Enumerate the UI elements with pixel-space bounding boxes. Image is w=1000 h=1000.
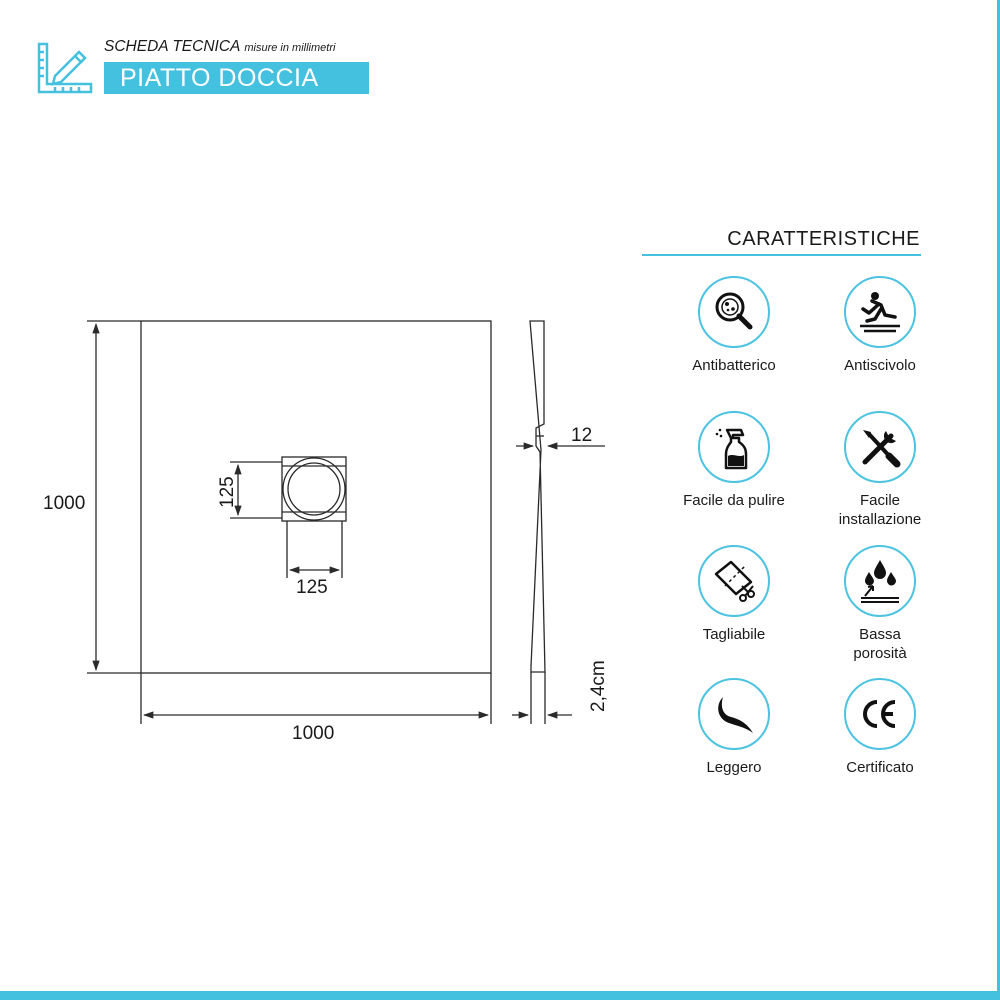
feature-label: Bassa porosità	[853, 626, 907, 662]
feature-low-porosity: Bassa porosità	[810, 545, 950, 663]
drain-depth-dimension-label: 12	[571, 425, 592, 446]
spray-bottle-icon	[715, 428, 748, 470]
drain-height-dimension-label: 125	[217, 476, 238, 508]
feature-anti-slip: Antiscivolo	[810, 276, 950, 375]
low-porosity-icon	[861, 560, 899, 603]
drain-width-dimension-label: 125	[296, 577, 328, 598]
frame-right-border	[997, 0, 1000, 1000]
frame-bottom-border	[0, 991, 1000, 1000]
width-dimension-label: 1000	[292, 723, 334, 744]
product-name-band: PIATTO DOCCIA	[104, 62, 369, 94]
feature-antibacterial: Antibatterico	[664, 276, 804, 375]
feature-label: Certificato	[846, 759, 914, 776]
feature-label: Antibatterico	[692, 357, 776, 374]
feature-label: Tagliabile	[702, 626, 766, 643]
feature-label: Facile installazione	[838, 492, 922, 528]
feature-label: Facile da pulire	[683, 492, 785, 509]
feature-cuttable: Tagliabile	[664, 545, 804, 644]
feature-label: Antiscivolo	[844, 357, 916, 374]
anti-slip-icon	[860, 292, 900, 333]
drain-outer-ring	[282, 457, 346, 521]
features-title: CARATTERISTICHE	[727, 228, 920, 250]
height-dimension-label: 1000	[43, 493, 85, 514]
thickness-dimension-label: 2,4cm	[588, 660, 609, 712]
product-name: PIATTO DOCCIA	[120, 63, 319, 92]
feather-icon	[718, 697, 753, 733]
cuttable-icon	[714, 560, 755, 602]
ce-mark-icon	[863, 700, 896, 728]
feature-easy-clean: Facile da pulire	[664, 411, 804, 510]
units-note: misure in millimetri	[244, 42, 336, 54]
ruler-pencil-icon	[37, 42, 93, 94]
feature-certified: Certificato	[810, 678, 950, 777]
feature-label: Leggero	[706, 759, 762, 776]
feature-lightweight: Leggero	[664, 678, 804, 777]
antibacterial-magnifier-icon	[715, 292, 753, 330]
drain-square	[281, 456, 347, 522]
tray-side-section	[529, 320, 546, 673]
features-title-underline	[642, 254, 921, 256]
tools-icon	[862, 430, 901, 468]
drain-inner-ring	[287, 462, 341, 516]
feature-easy-install: Facile installazione	[810, 411, 950, 529]
technical-drawing: 1000 1000 125 125 12 2,4cm	[43, 320, 609, 744]
tray-plan-outline	[140, 320, 492, 674]
